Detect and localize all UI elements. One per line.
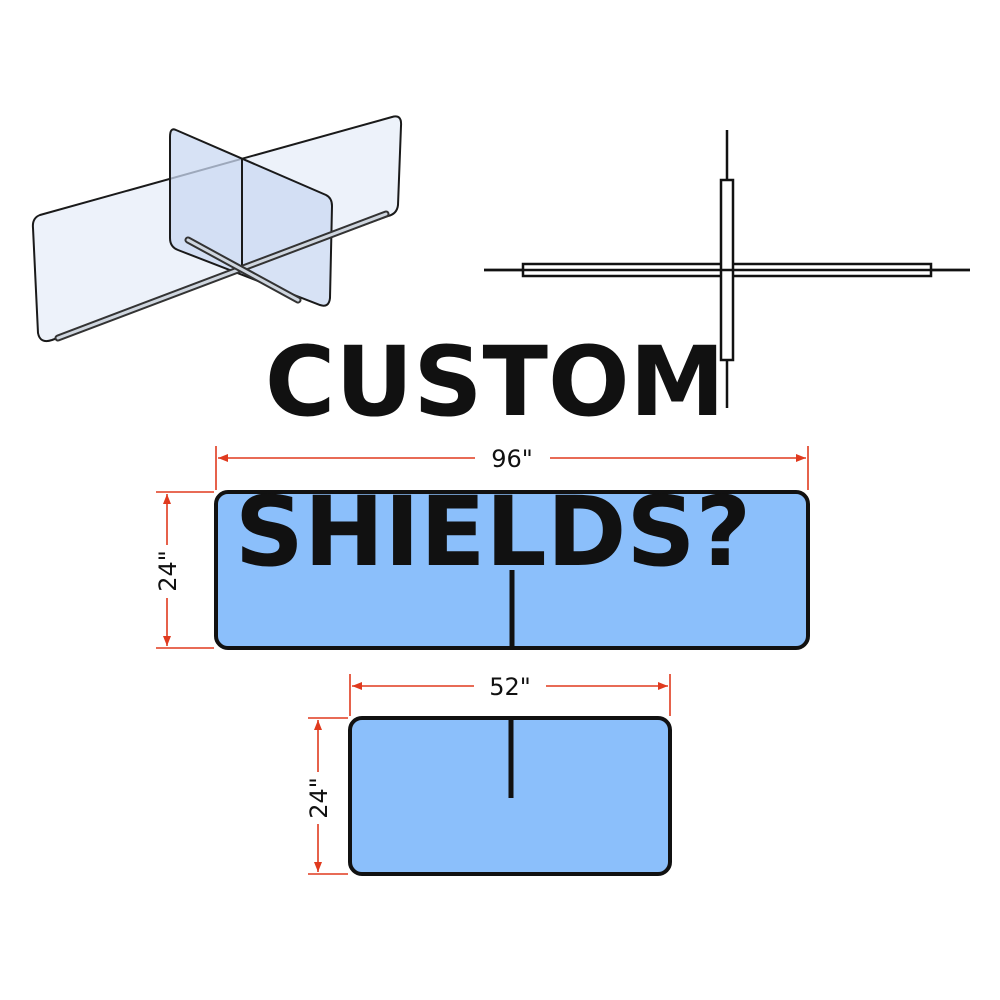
panel-52-width-label: 52"	[489, 673, 531, 701]
shield-top-view	[484, 130, 970, 408]
panel-52-width-dimension	[349, 674, 671, 716]
panel-96-diagram: 96" 24"	[154, 445, 810, 650]
base-rails	[54, 210, 390, 342]
panel-52-diagram: 52" 24"	[305, 673, 672, 876]
panel-96-height-dimension	[156, 491, 214, 649]
headline-line-2: SHIELDS?	[235, 476, 751, 588]
short-acrylic-panel	[169, 128, 334, 307]
panel-96-width-label: 96"	[491, 445, 533, 473]
headline-line-1: CUSTOM	[265, 326, 725, 438]
shield-3d-illustration	[31, 115, 403, 343]
panel-96-height-label: 24"	[154, 550, 182, 592]
panel-96-width-dimension	[215, 446, 809, 490]
panel-52-height-label: 24"	[305, 777, 333, 819]
panel-52-height-dimension	[308, 717, 348, 875]
